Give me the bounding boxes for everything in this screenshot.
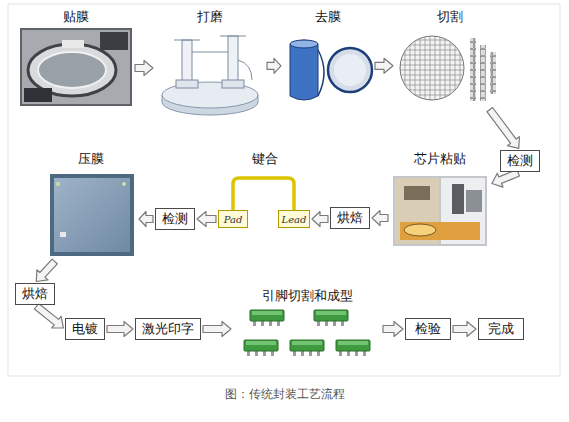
caption: 图：传统封装工艺流程 [0, 386, 569, 403]
step-label: 检测 [507, 152, 533, 170]
flow-arrow [34, 304, 63, 329]
film-removal-stage: 去膜 [283, 8, 373, 113]
flow-arrow [312, 212, 328, 227]
step-label: 烘焙 [22, 285, 48, 303]
process-box: 检验 [405, 318, 451, 340]
flow-arrow [487, 108, 520, 149]
stage-label: 引脚切割和成型 [262, 287, 353, 304]
trim-form-stage: 引脚切割和成型 [233, 287, 381, 367]
step-label: 电镀 [72, 320, 98, 338]
process-box: 完成 [478, 318, 524, 340]
flow-arrow [453, 322, 476, 337]
dicing-stage: 切割 [395, 8, 505, 108]
step-label: 检验 [415, 320, 441, 338]
process-box: 烘焙 [15, 283, 55, 305]
pad-label: Lead [282, 214, 307, 225]
stage-label: 芯片粘贴 [414, 150, 466, 167]
stage-label: 压膜 [78, 150, 104, 167]
stage-label: 打磨 [197, 8, 223, 25]
process-box: 烘焙 [330, 207, 370, 229]
process-box: 检测 [155, 208, 195, 230]
grinding-stage: 打磨 [155, 8, 265, 113]
step-label: 检测 [162, 210, 188, 228]
flow-arrow [372, 211, 388, 226]
flow-arrow [135, 61, 153, 76]
pad-label: Pad [224, 214, 243, 225]
film-mount-stage: 贴膜 [18, 8, 133, 108]
process-box: 检测 [500, 150, 540, 172]
die-attach-stage: 芯片粘贴 [390, 150, 490, 248]
stage-label: 贴膜 [63, 8, 89, 25]
pad-box: Pad [218, 210, 248, 228]
flow-arrow [197, 212, 216, 227]
flow-arrow [375, 58, 393, 73]
flow-arrow [107, 322, 133, 337]
process-box: 电镀 [65, 318, 105, 340]
flow-arrow [492, 170, 520, 188]
flow-arrow [383, 322, 403, 337]
lead-box: Lead [278, 210, 310, 228]
molding-stage: 压膜 [45, 150, 137, 260]
step-label: 完成 [488, 320, 514, 338]
bond-wire [233, 178, 294, 210]
flow-arrow [36, 259, 57, 281]
caption-text: 图：传统封装工艺流程 [225, 387, 345, 401]
step-label: 烘焙 [337, 209, 363, 227]
step-label: 激光印字 [142, 320, 194, 338]
stage-label: 键合 [252, 150, 278, 167]
process-box: 激光印字 [135, 318, 201, 340]
flow-arrow [267, 58, 281, 73]
stage-label: 去膜 [315, 8, 341, 25]
bonding-stage: 键合 Pad Lead [212, 150, 317, 235]
flow-arrow [139, 212, 153, 227]
stage-label: 切割 [437, 8, 463, 25]
flow-arrow [203, 322, 231, 337]
